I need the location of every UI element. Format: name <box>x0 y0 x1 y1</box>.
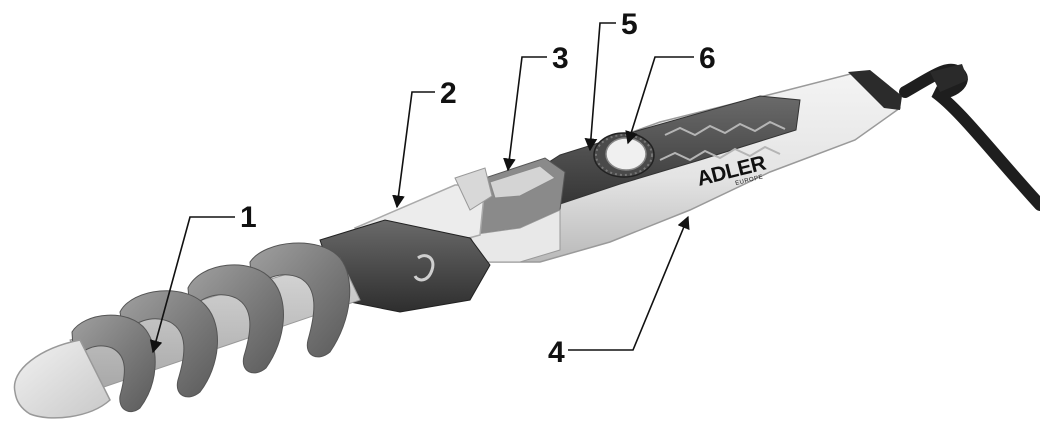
callout-6: 6 <box>699 42 716 75</box>
power-cord <box>899 63 1040 211</box>
vent-ridges <box>659 120 786 162</box>
leader-5 <box>584 22 616 152</box>
leader-1 <box>149 216 235 354</box>
leader-2 <box>392 91 435 209</box>
callout-5: 5 <box>621 8 638 41</box>
leader-lines <box>149 22 694 354</box>
callout-4: 4 <box>548 336 565 369</box>
spiral-coil <box>71 242 351 412</box>
leader-3 <box>503 56 547 172</box>
callout-1: 1 <box>240 201 257 234</box>
cool-tip <box>13 339 111 419</box>
callout-labels: 1 2 3 4 5 6 <box>240 8 716 369</box>
callout-3: 3 <box>552 42 569 75</box>
leader-6 <box>625 56 694 145</box>
callout-2: 2 <box>440 77 457 110</box>
control-dial <box>605 137 647 171</box>
leader-4 <box>568 215 690 351</box>
